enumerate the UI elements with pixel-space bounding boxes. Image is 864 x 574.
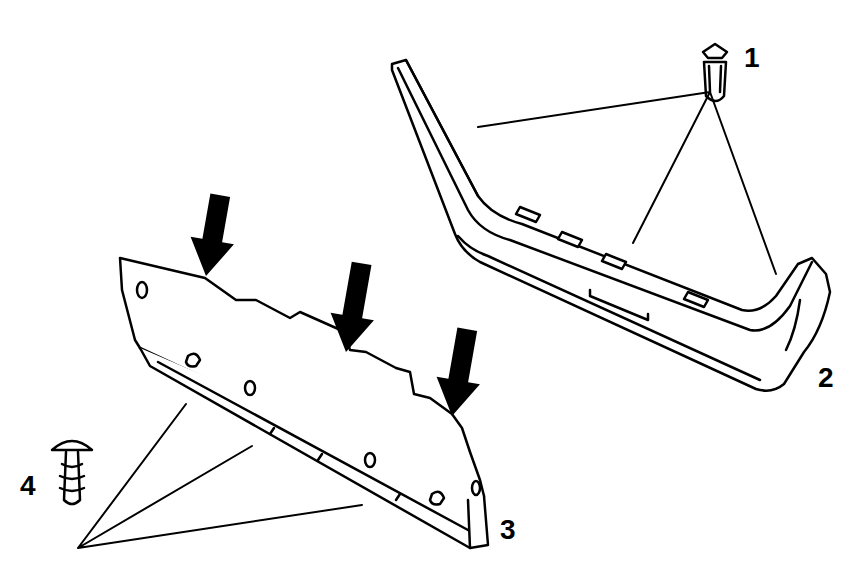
callout-number: 1 bbox=[744, 44, 760, 72]
push-arrow bbox=[184, 191, 489, 419]
leader-line bbox=[78, 404, 362, 548]
callout-number: 2 bbox=[818, 364, 834, 392]
callout-number: 4 bbox=[20, 472, 36, 500]
callout-number: 3 bbox=[500, 516, 516, 544]
clip bbox=[52, 441, 92, 504]
panel bbox=[120, 258, 488, 548]
leader-line bbox=[478, 92, 776, 274]
